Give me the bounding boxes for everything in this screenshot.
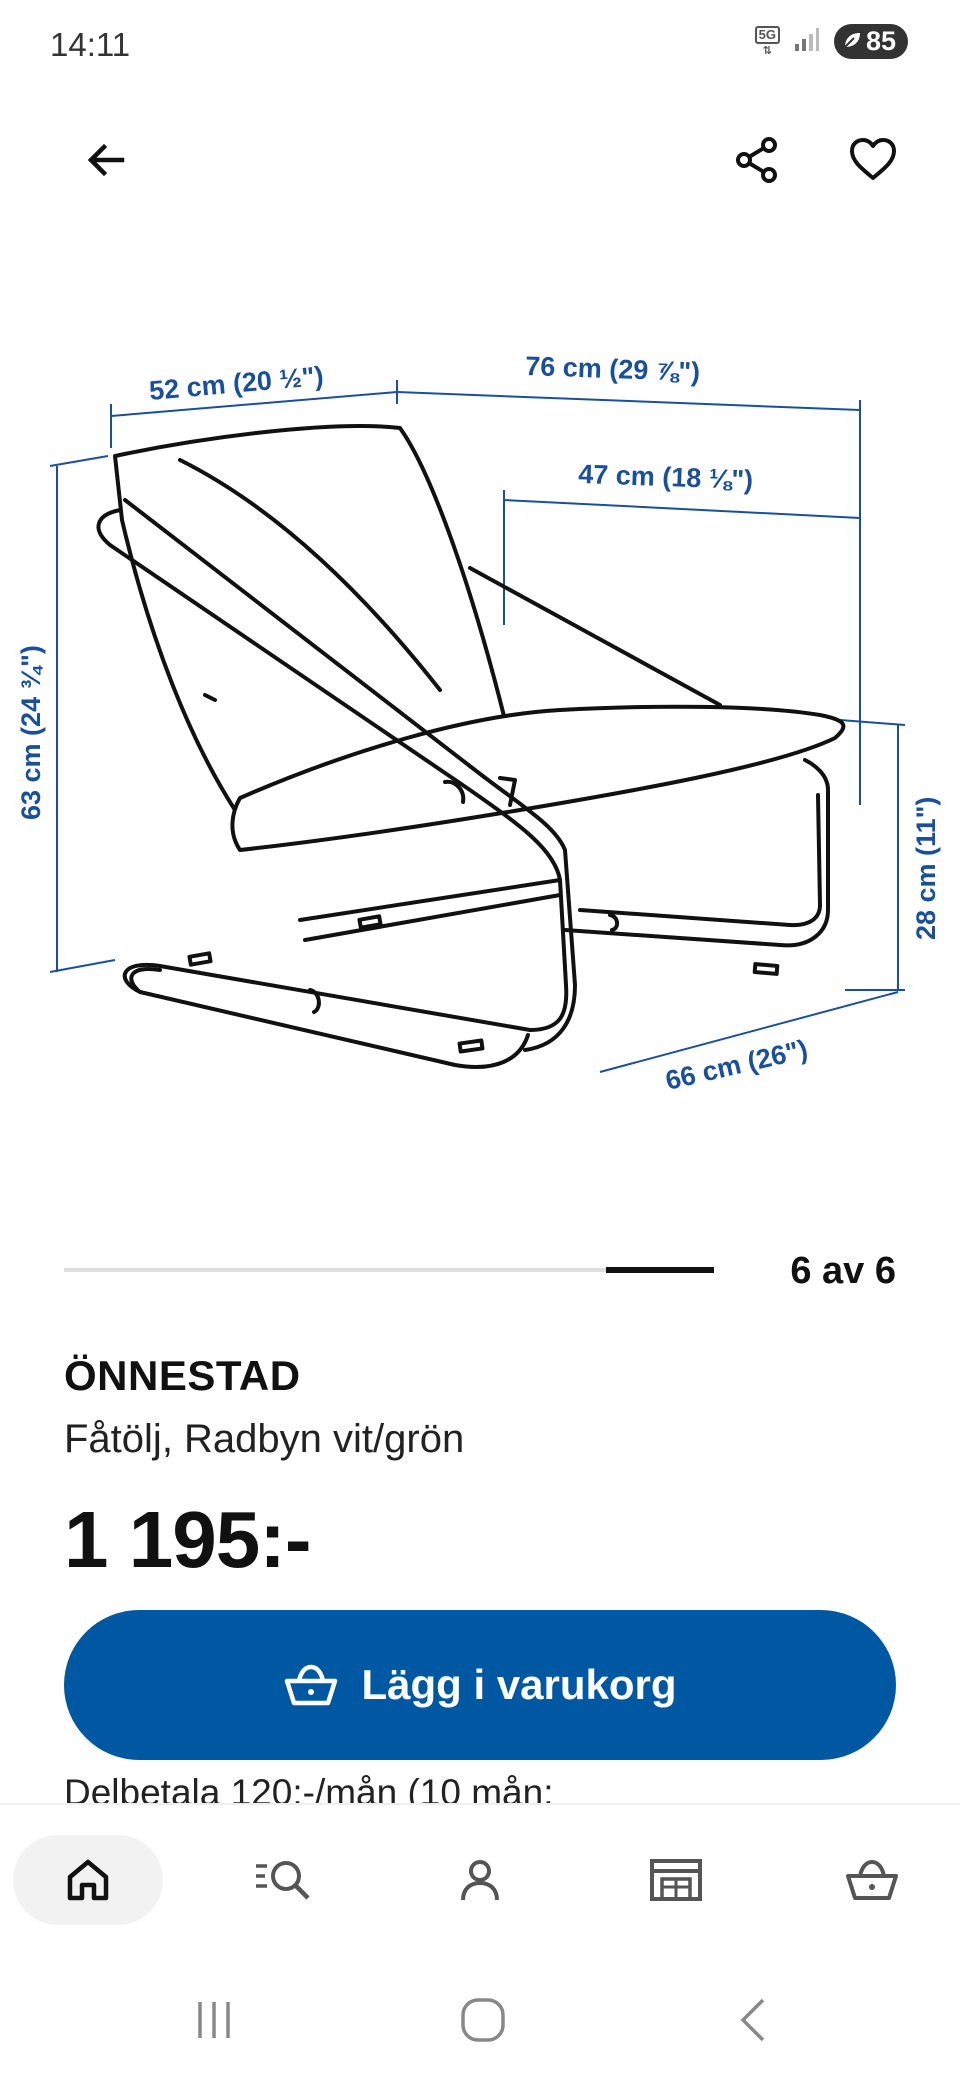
dim-seat-depth-label: 47 cm (18 ⅛") xyxy=(578,459,754,495)
installment-text[interactable]: Delbetala 120:-/mån (10 mån: xyxy=(64,1772,554,1804)
pager-indicator xyxy=(606,1267,714,1273)
status-time: 14:11 xyxy=(50,26,131,63)
nav-home[interactable] xyxy=(13,1835,163,1925)
chair-outline xyxy=(96,424,846,1069)
product-name: ÖNNESTAD xyxy=(64,1352,301,1399)
dim-seat-height-label: 28 cm (11") xyxy=(911,797,941,940)
add-to-cart-label: Lägg i varukorg xyxy=(361,1661,677,1708)
nav-cart[interactable] xyxy=(797,1835,947,1925)
battery-indicator: 85 xyxy=(833,24,908,59)
leaf-icon xyxy=(842,26,862,57)
add-to-cart-button[interactable]: Lägg i varukorg xyxy=(64,1610,896,1760)
dim-width-label: 52 cm (20 ½") xyxy=(148,361,325,406)
network-icon: 5G ⇅ xyxy=(754,25,780,58)
nav-profile[interactable] xyxy=(405,1835,555,1925)
product-image-dimensions[interactable]: 52 cm (20 ½") 76 cm (29 ⅞") 47 cm (18 ⅛"… xyxy=(0,320,960,1110)
home-icon xyxy=(67,1859,109,1901)
chair-line-drawing: 52 cm (20 ½") 76 cm (29 ⅞") 47 cm (18 ⅛"… xyxy=(16,351,941,1096)
system-navigation-bar xyxy=(0,1960,960,2080)
bottom-navigation xyxy=(0,1803,960,1953)
dimension-lines xyxy=(49,380,906,1073)
cart-icon xyxy=(846,1859,898,1900)
favourite-button[interactable] xyxy=(833,120,913,200)
nav-search[interactable] xyxy=(208,1835,358,1925)
signal-icon xyxy=(794,26,820,57)
dim-depth-label: 76 cm (29 ⅞") xyxy=(525,351,701,387)
product-price: 1 195:- xyxy=(64,1495,311,1584)
share-icon xyxy=(736,137,777,183)
system-back-button[interactable] xyxy=(703,1985,803,2055)
product-description: Fåtölj, Radbyn vit/grön xyxy=(64,1417,465,1461)
status-bar: 14:11 5G ⇅ 85 xyxy=(0,0,960,90)
home-circle-icon xyxy=(461,1998,505,2042)
search-icon xyxy=(256,1861,310,1900)
cart-icon xyxy=(285,1664,338,1706)
profile-icon xyxy=(461,1860,499,1901)
pager-label: 6 av 6 xyxy=(790,1250,896,1292)
network-type: 5G xyxy=(754,25,780,44)
dim-base-depth-label: 66 cm (26") xyxy=(663,1034,811,1096)
gallery-pager: 6 av 6 xyxy=(64,1250,896,1292)
chevron-left-icon xyxy=(740,1998,765,2042)
pager-track xyxy=(64,1268,714,1272)
share-button[interactable] xyxy=(717,120,797,200)
store-icon xyxy=(650,1859,702,1901)
nav-stores[interactable] xyxy=(601,1835,751,1925)
dim-height-label: 63 cm (24 ¾") xyxy=(16,645,46,820)
system-home-button[interactable] xyxy=(433,1985,533,2055)
status-icons: 5G ⇅ 85 xyxy=(754,24,908,59)
arrow-left-icon xyxy=(87,143,125,177)
recents-icon xyxy=(198,2002,230,2038)
battery-level: 85 xyxy=(865,26,896,56)
recent-apps-button[interactable] xyxy=(164,1985,264,2055)
back-button[interactable] xyxy=(66,120,146,200)
top-app-bar xyxy=(0,120,960,200)
heart-icon xyxy=(850,138,896,180)
